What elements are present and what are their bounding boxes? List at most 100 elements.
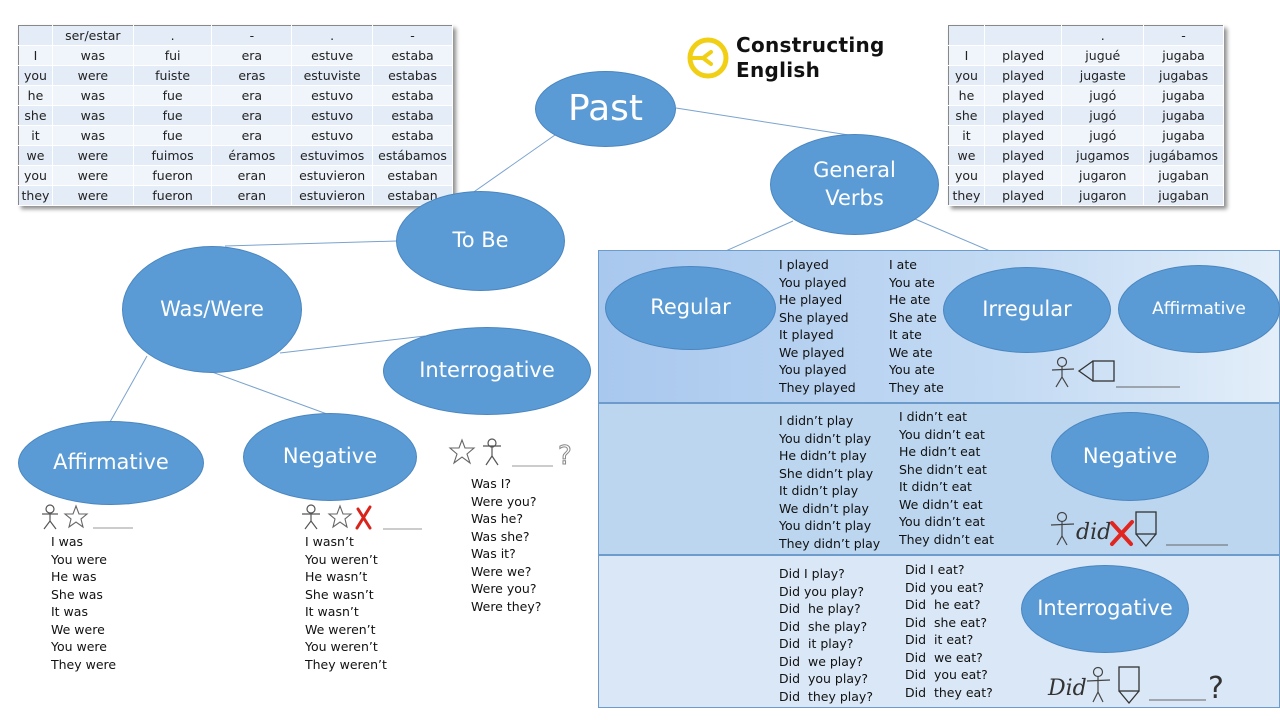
play_table-cell: jugaban (1143, 165, 1224, 186)
play_table-cell: jugaron (1061, 185, 1145, 206)
list-item: Were they? (471, 598, 542, 614)
play_table-header-row: .- (948, 25, 1224, 46)
node-affirmative-be-label: Affirmative (53, 450, 169, 475)
to_be_table-cell: was (52, 125, 134, 146)
node-irregular: Irregular (943, 267, 1111, 353)
list-item: She didn’t play (779, 465, 874, 481)
to_be_table-cell: estuvo (291, 85, 374, 106)
list-item: She was (51, 586, 103, 602)
pencil-icon (1135, 511, 1157, 548)
list-item: We were (51, 621, 105, 637)
play_table-cell: . (1061, 25, 1145, 46)
to_be_table-cell: estuvieron (291, 185, 374, 206)
question-mark-icon: ? (1208, 671, 1224, 706)
list-item: Did they play? (779, 688, 873, 704)
to_be_table-cell: she (18, 105, 53, 126)
node-general-verbs: General Verbs (770, 134, 939, 235)
to_be_table-cell: - (211, 25, 293, 46)
to_be_table-cell: fueron (133, 165, 213, 186)
list-item: I didn’t eat (899, 409, 968, 424)
list-item: You ate (889, 274, 935, 290)
list-item: You played (779, 274, 847, 290)
to_be_table-cell: estuvo (291, 105, 374, 126)
gv-negative-formula: did (1050, 511, 1228, 548)
pencil-icon (1118, 666, 1140, 705)
list-item: I wasn’t (305, 534, 354, 549)
list-item: You weren’t (305, 551, 378, 567)
to_be_table-cell: we (18, 145, 53, 166)
list-item: It was (51, 604, 88, 619)
list-item: We played (779, 344, 845, 360)
to_be_table-cell: were (52, 145, 134, 166)
list-item: You weren’t (305, 639, 378, 654)
to_be_table-cell: it (18, 125, 53, 146)
play_table-cell: jugó (1061, 85, 1145, 106)
list-item: Did you play? (779, 671, 869, 686)
to_be_table-cell: I (18, 45, 53, 66)
edge-waswere-affirmative (109, 355, 148, 423)
logo (686, 35, 732, 85)
to_be_table-cell: they (18, 185, 53, 206)
to_be_table-cell: fueron (133, 185, 213, 206)
list-item: She wasn’t (305, 586, 374, 602)
node-to-be: To Be (396, 191, 565, 291)
play_table-cell: jugó (1061, 125, 1145, 146)
list-item: Did she play? (779, 618, 868, 634)
list-item: Was I? (471, 476, 512, 491)
play_table-cell: she (948, 105, 985, 126)
to_be_table-cell: fue (133, 125, 213, 146)
play_table-cell: - (1143, 25, 1224, 46)
gv-interrogative-regular-list: Did I play?Did you play?Did he play?Did … (779, 565, 873, 705)
gv-affirmative-formula (1051, 356, 1180, 388)
node-past: Past (535, 71, 676, 147)
to_be_table-cell: was (52, 45, 134, 66)
to_be_table-cell: - (372, 25, 453, 46)
list-item: We didn’t play (779, 500, 869, 516)
list-item: You played (779, 362, 847, 377)
list-item: Did it play? (779, 636, 854, 651)
list-item: Was she? (471, 528, 530, 544)
list-item: Did I play? (779, 566, 845, 581)
to_be_table-cell: you (18, 165, 53, 186)
to_be_table-cell: you (18, 65, 53, 86)
edge-tobe-waswere (224, 240, 398, 247)
play_table-cell: jugamos (1061, 145, 1145, 166)
to_be_table-cell: eras (211, 65, 293, 86)
did-label: Did (1047, 676, 1087, 701)
be-interrogative-formula: ? (448, 438, 572, 470)
list-item: You were (51, 551, 107, 567)
list-item: He ate (889, 292, 931, 307)
list-item: You were (51, 639, 107, 654)
play_table-cell: jugué (1061, 45, 1145, 66)
list-item: Were you? (471, 581, 537, 596)
to_be_table-cell: was (52, 85, 134, 106)
to_be_table-cell: estaban (372, 165, 453, 186)
play_table-cell: they (948, 185, 985, 206)
list-item: He was (51, 569, 97, 584)
to_be_table-cell: estaba (372, 45, 453, 66)
play_table-cell: jugaban (1143, 185, 1224, 206)
list-item: Were you? (471, 493, 537, 509)
node-affirmative-gv: Affirmative (1118, 265, 1280, 353)
stick-person-icon (42, 504, 58, 530)
node-general-verbs-label-1: General (813, 158, 896, 183)
node-past-label: Past (567, 87, 644, 129)
list-item: We ate (889, 344, 933, 360)
list-item: You didn’t eat (899, 426, 985, 442)
list-item: Did you eat? (905, 667, 988, 682)
cross-icon (1110, 520, 1134, 546)
play_table-cell: jugó (1061, 105, 1145, 126)
node-interrogative-be: Interrogative (383, 327, 591, 415)
